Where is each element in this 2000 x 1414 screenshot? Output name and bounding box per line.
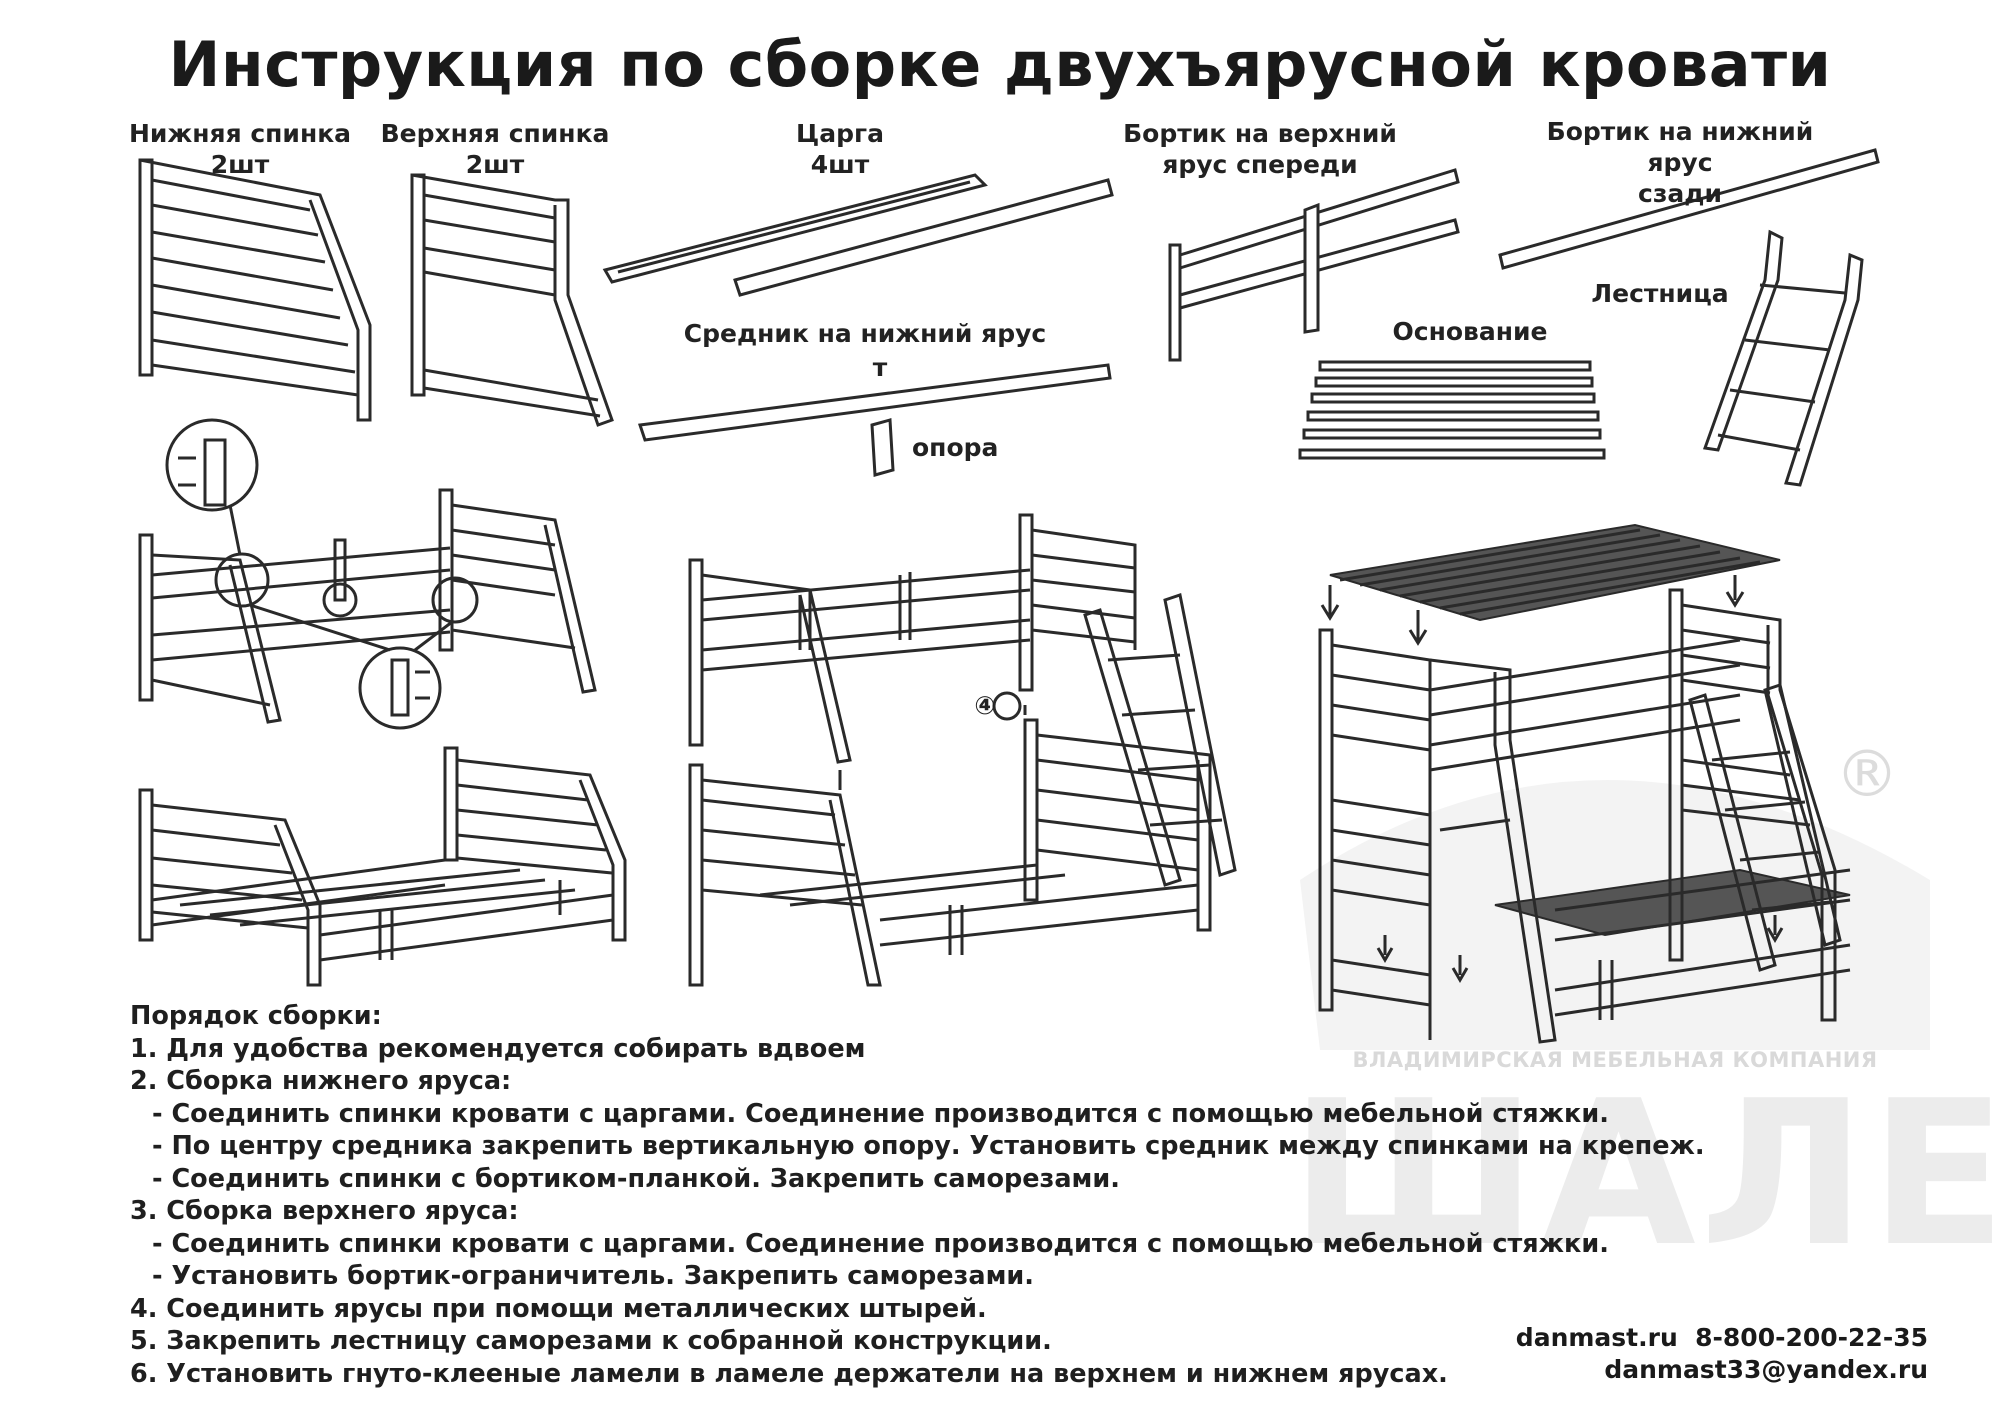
instruction-line: 5. Закрепить лестницу саморезами к собра… (130, 1326, 1052, 1356)
instructions-heading: Порядок сборки: (130, 1001, 382, 1031)
base-slats-drawing (1298, 360, 1606, 460)
instruction-line: - Соединить спинки кровати с царгами. Со… (152, 1098, 1609, 1129)
instruction-line: 2. Сборка нижнего яруса: (130, 1066, 512, 1096)
watermark-registered: ® (1835, 738, 1899, 812)
rails-drawing (602, 173, 1114, 297)
label-base: Основание (1392, 317, 1548, 346)
connector-detail-drawing (165, 418, 479, 730)
label-back-guard-line1: Бортик на нижний ярус (1546, 117, 1814, 177)
label-back-guard: Бортик на нижний ярус сзади (1510, 116, 1850, 209)
back-guard-drawing (1498, 148, 1880, 270)
instruction-line: 1. Для удобства рекомендуется собирать в… (130, 1033, 866, 1064)
front-guard-drawing (1168, 168, 1460, 362)
assembled-lower-bed-drawing (138, 746, 627, 987)
watermark-company: ВЛАДИМИРСКАЯ МЕБЕЛЬНАЯ КОМПАНИЯ (1352, 1048, 1878, 1072)
instruction-line: - Соединить спинки с бортиком-планкой. З… (152, 1163, 1120, 1194)
label-lower-headboard-qty: 2шт (210, 150, 270, 179)
final-bunk-bed-drawing (1318, 523, 1851, 1044)
label-upper-headboard-name: Верхняя спинка (380, 119, 610, 148)
label-upper-headboard: Верхняя спинка 2шт (370, 118, 620, 180)
label-front-guard: Бортик на верхний ярус спереди (1115, 118, 1405, 180)
support-drawing (870, 418, 895, 477)
instruction-line: 6. Установить гнуто-клееные ламели в лам… (130, 1358, 1448, 1389)
contact-site-phone: danmast.ru 8-800-200-22-35 (1515, 1323, 1928, 1352)
page-title: Инструкция по сборке двухъярусной кроват… (168, 28, 1832, 101)
label-front-guard-line1: Бортик на верхний (1123, 119, 1397, 148)
lower-headboard-drawing (138, 158, 372, 422)
watermark-brand: ШАЛЕ (1290, 1058, 2000, 1291)
label-front-guard-line2: ярус спереди (1162, 150, 1358, 179)
label-middle-bar: Средник на нижний ярус (683, 319, 1047, 348)
label-ladder: Лестница (1591, 279, 1729, 308)
label-lower-headboard: Нижняя спинка 2шт (120, 118, 360, 180)
instruction-line: 4. Соединить ярусы при помощи металличес… (130, 1293, 987, 1324)
instruction-line: 3. Сборка верхнего яруса: (130, 1196, 519, 1226)
ladder-drawing (1702, 229, 1864, 487)
label-back-guard-line2: сзади (1638, 179, 1722, 208)
lower-tier-frame-drawing (138, 488, 597, 724)
stacked-bed-assembly-drawing (688, 513, 1237, 987)
contact-email: danmast33@yandex.ru (1604, 1355, 1928, 1384)
middle-bar-drawing (638, 363, 1112, 442)
label-middle-bar-mark: т (872, 353, 888, 382)
instruction-line: - Соединить спинки кровати с царгами. Со… (152, 1228, 1609, 1259)
label-rail-qty: 4шт (810, 150, 870, 179)
upper-headboard-drawing (410, 173, 614, 427)
contacts: danmast.ru 8-800-200-22-35 danmast33@yan… (1516, 1322, 1928, 1386)
label-upper-headboard-qty: 2шт (465, 150, 525, 179)
assembly-instructions: Порядок сборки: 1. Для удобства рекоменд… (130, 1000, 1705, 1390)
instruction-line: - Установить бортик-ограничитель. Закреп… (152, 1261, 1034, 1291)
label-lower-headboard-name: Нижняя спинка (128, 119, 352, 148)
label-support: опора (912, 433, 999, 462)
label-rail: Царга 4шт (780, 118, 900, 180)
label-rail-name: Царга (796, 119, 884, 148)
step-marker: ④ (974, 691, 996, 720)
instruction-line: - По центру средника закрепить вертикаль… (152, 1131, 1705, 1161)
